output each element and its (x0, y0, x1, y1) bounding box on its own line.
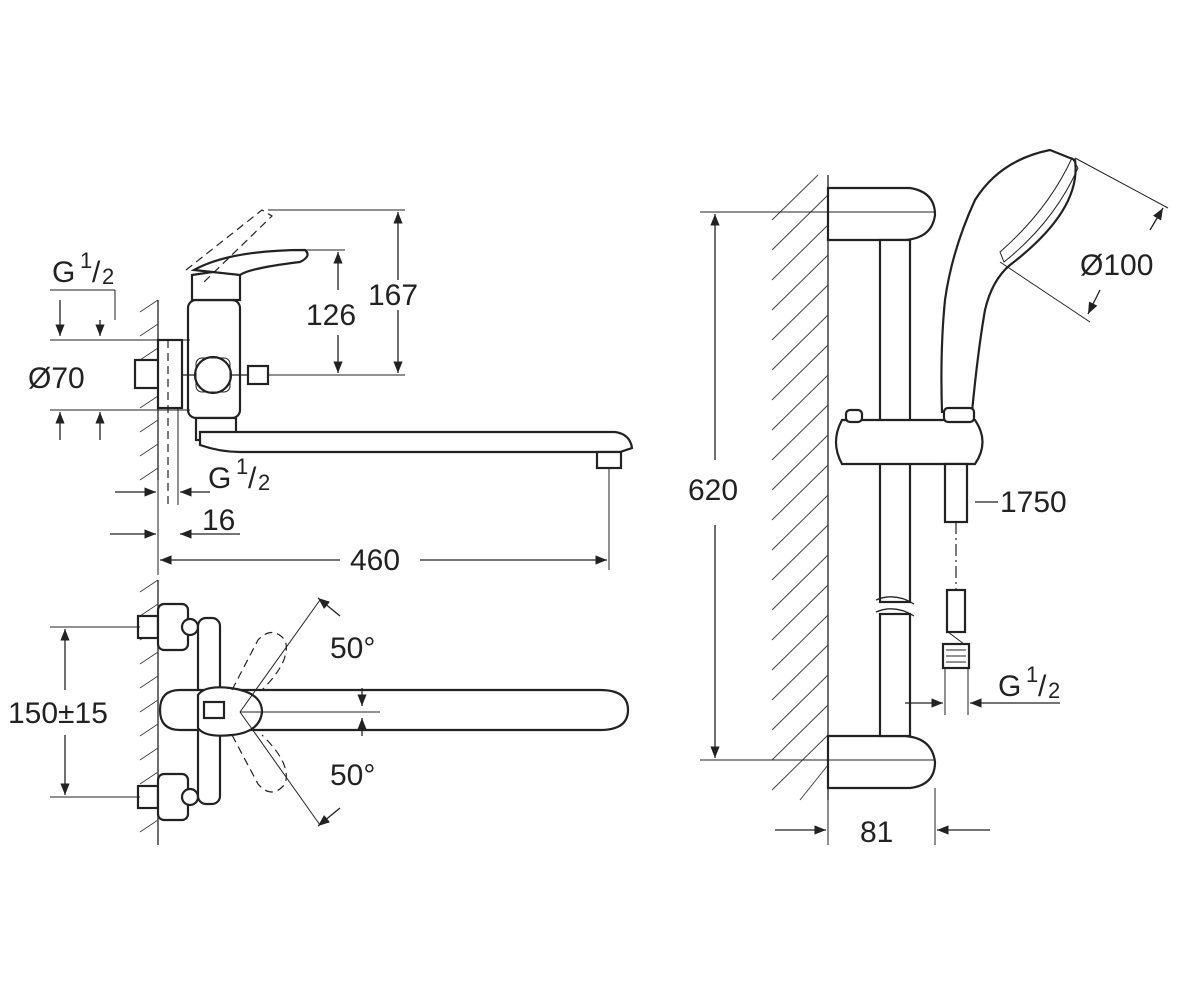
faucet-top-view (136, 579, 630, 845)
thread-label-top: G 1 / 2 (52, 248, 114, 289)
dim-dia-100: Ø100 (1080, 249, 1153, 282)
svg-text:/: / (1038, 670, 1047, 703)
shower-rail-view (771, 148, 1079, 801)
dim-460: 460 (350, 544, 400, 577)
faucet-top-dimensions: 50° 50° 150±15 (8, 597, 375, 827)
shower-dimensions: 620 Ø100 1750 G 1 / 2 81 (688, 157, 1169, 849)
dim-angle-bottom: 50° (330, 759, 375, 792)
svg-text:2: 2 (102, 264, 114, 289)
svg-text:1: 1 (80, 248, 92, 273)
svg-text:/: / (92, 256, 101, 289)
dim-150: 150±15 (8, 697, 108, 730)
dim-620: 620 (688, 474, 738, 507)
dim-hose-1750: 1750 (1000, 486, 1067, 519)
dim-dia-70: Ø70 (28, 362, 85, 395)
svg-text:G: G (998, 670, 1021, 703)
faucet-dimensions: G 1 / 2 Ø70 126 167 G 1 / 2 (28, 209, 607, 577)
wall-hatch-upper (139, 299, 159, 481)
svg-text:G: G (52, 256, 75, 289)
faucet-side-view (133, 209, 634, 570)
svg-text:G: G (208, 462, 231, 495)
svg-text:/: / (248, 462, 257, 495)
dim-167: 167 (368, 279, 418, 312)
svg-text:2: 2 (258, 470, 270, 495)
thread-label-hose: G 1 / 2 (998, 662, 1060, 703)
thread-label-bottom: G 1 / 2 (208, 454, 270, 495)
dim-126: 126 (306, 299, 356, 332)
dim-81: 81 (860, 816, 893, 849)
svg-text:1: 1 (1026, 662, 1038, 687)
wall-hatch-right (771, 174, 829, 801)
dim-16: 16 (202, 504, 235, 537)
svg-text:2: 2 (1048, 678, 1060, 703)
svg-text:1: 1 (236, 454, 248, 479)
dim-angle-top: 50° (330, 632, 375, 665)
